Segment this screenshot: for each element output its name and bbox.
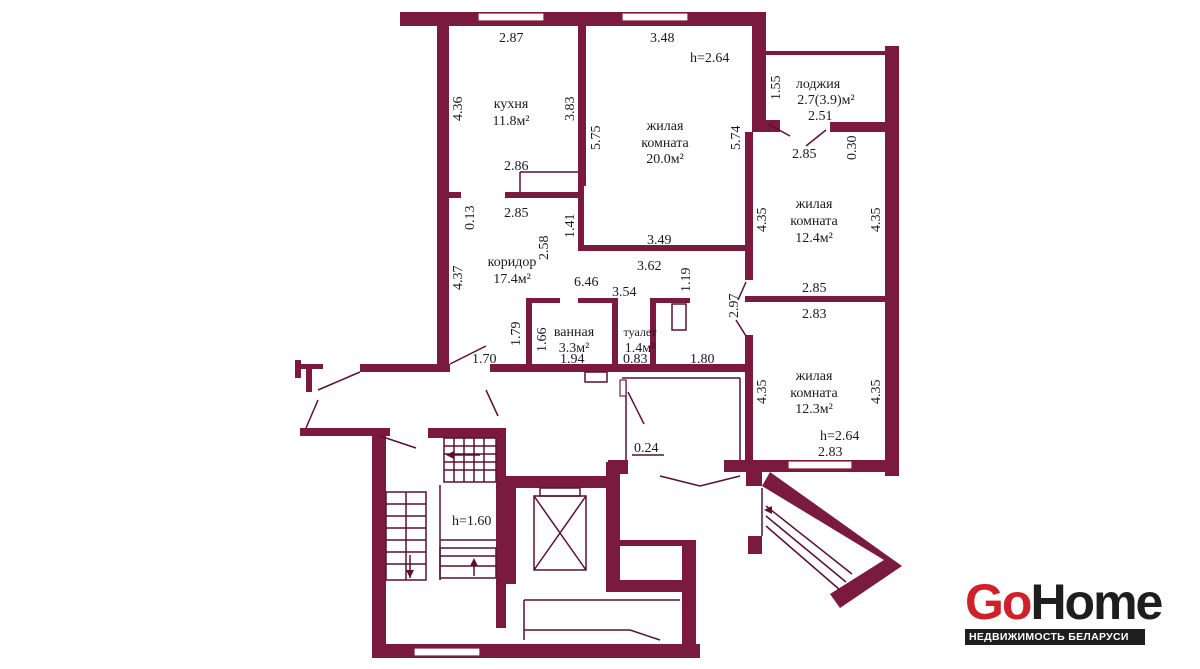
dim: 1.19	[679, 268, 694, 293]
dim: 1.79	[509, 322, 524, 347]
walls	[295, 12, 899, 658]
dim: 1.70	[472, 352, 497, 367]
living2-name1: жилая	[795, 197, 833, 212]
dim: 4.35	[755, 208, 770, 233]
room-labels: кухня 11.8м² жилая комната 20.0м² лоджия…	[452, 51, 859, 529]
living2-name2: комната	[790, 214, 838, 229]
dim: 0.30	[845, 136, 860, 161]
corridor-name: коридор	[488, 255, 537, 270]
height-top: h=2.64	[690, 51, 729, 66]
dim: 1.66	[535, 328, 550, 353]
dim: 0.83	[623, 352, 648, 367]
staircase	[385, 437, 497, 581]
dim: 1.55	[769, 76, 784, 101]
living3-name2: комната	[790, 386, 838, 401]
dim: 1.80	[690, 352, 715, 367]
logo-wordmark: GoHome	[965, 574, 1163, 630]
kitchen-area: 11.8м²	[492, 114, 529, 129]
logo-home: Home	[1030, 574, 1163, 630]
dim: 2.83	[818, 445, 843, 460]
dim: 6.46	[574, 275, 599, 290]
height-stairs: h=1.60	[452, 514, 491, 529]
dim: 2.51	[808, 109, 833, 124]
dim: 2.87	[499, 31, 524, 46]
dim: 2.83	[802, 307, 827, 322]
dimension-labels: 2.87 3.48 2.86 2.85 3.49 3.62 2.85 2.51 …	[451, 31, 884, 460]
living3-area: 12.3м²	[795, 402, 833, 417]
bath-area: 3.3м²	[559, 341, 590, 356]
dim: 3.48	[650, 31, 675, 46]
dim: 0.13	[463, 206, 478, 231]
dim: 4.37	[451, 266, 466, 291]
thin-lines	[305, 123, 827, 487]
dim: 2.85	[792, 147, 817, 162]
dim: 1.41	[563, 214, 578, 239]
dim: 3.83	[563, 97, 578, 122]
dim: 4.35	[755, 380, 770, 405]
living3-name1: жилая	[795, 369, 833, 384]
dim: 2.97	[727, 294, 742, 319]
dim: 0.24	[634, 441, 659, 456]
dim: 3.54	[612, 285, 637, 300]
dim: 5.74	[729, 126, 744, 151]
bath-name: ванная	[554, 325, 595, 340]
dim: 1.94	[560, 352, 585, 367]
kitchen-name: кухня	[494, 97, 529, 112]
logo-tagline: НЕДВИЖИМОСТЬ БЕЛАРУСИ	[965, 629, 1145, 645]
dim: 2.58	[537, 236, 552, 261]
dim: 3.49	[647, 233, 672, 248]
dim: 2.85	[802, 281, 827, 296]
dim: 2.86	[504, 159, 529, 174]
wc-area: 1.4м²	[625, 341, 656, 356]
dim: 5.75	[589, 126, 604, 151]
living1-area: 20.0м²	[646, 152, 684, 167]
elevator-shaft	[523, 487, 680, 641]
loggia-name: лоджия	[796, 77, 841, 92]
corridor-area: 17.4м²	[493, 272, 531, 287]
dim: 4.36	[451, 97, 466, 122]
height-bottom: h=2.64	[820, 429, 859, 444]
dim: 4.35	[869, 380, 884, 405]
stair-arrows	[406, 451, 772, 578]
logo-go: Go	[965, 574, 1032, 630]
gohome-logo: GoHome НЕДВИЖИМОСТЬ БЕЛАРУСИ	[965, 574, 1163, 646]
wc-name: туалет	[624, 325, 658, 339]
dim: 3.62	[637, 259, 662, 274]
dim: 4.35	[869, 208, 884, 233]
dim: 2.85	[504, 206, 529, 221]
entrance-ramp	[761, 472, 902, 608]
living1-name1: жилая	[646, 119, 684, 134]
living2-area: 12.4м²	[795, 231, 833, 246]
windows	[413, 12, 853, 657]
living1-name2: комната	[641, 136, 689, 151]
loggia-area: 2.7(3.9)м²	[797, 93, 854, 108]
